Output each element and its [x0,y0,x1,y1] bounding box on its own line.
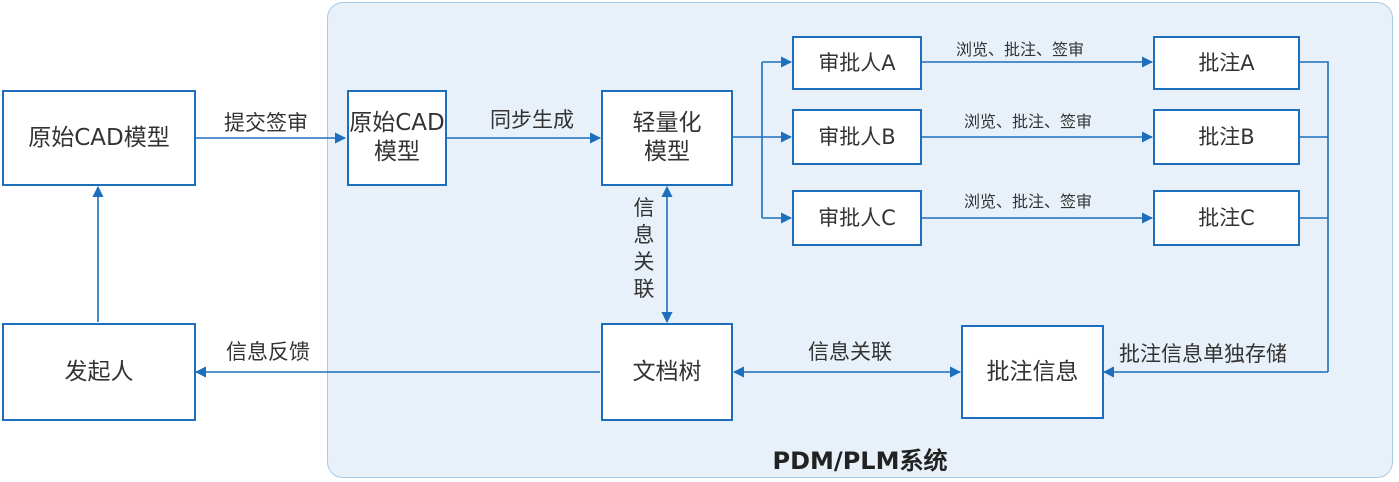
sync-generate-label: 同步生成 [490,108,574,132]
document-tree-box: 文档树 [601,323,733,421]
lightweight-label-2: 模型 [644,139,690,165]
annotation-info-label: 批注信息 [986,358,1079,385]
annotation-b-box: 批注B [1153,109,1300,165]
connector-annotation-a [1300,61,1329,372]
info-link-char-2: 息 [633,223,655,247]
annotation-b-label: 批注B [1198,124,1255,149]
original-cad-model-label: 原始CAD模型 [28,124,170,151]
original-cad-inner-label-1: 原始CAD [349,110,445,137]
info-feedback-label: 信息反馈 [226,340,310,364]
approver-c-box: 审批人C [792,190,922,246]
annotation-store-label: 批注信息单独存储 [1119,342,1287,366]
original-cad-inner-label-2: 模型 [373,139,420,165]
info-link-char-4: 联 [633,277,655,301]
document-tree-label: 文档树 [632,358,702,385]
initiator-box: 发起人 [2,323,196,421]
annotation-c-label: 批注C [1198,205,1255,230]
submit-review-label: 提交签审 [224,111,308,135]
annotation-a-box: 批注A [1153,36,1300,90]
browse-annotate-review-a-label: 浏览、批注、签审 [956,40,1085,59]
info-link-horizontal-label: 信息关联 [808,340,892,364]
original-cad-model-inner-box: 原始CAD 模型 [347,90,447,186]
lightweight-model-box: 轻量化 模型 [601,90,733,186]
original-cad-model-box: 原始CAD模型 [2,90,196,186]
lightweight-label-1: 轻量化 [632,110,702,137]
approver-b-box: 审批人B [792,109,922,165]
region-title: PDM/PLM系统 [772,447,948,475]
annotation-info-box: 批注信息 [961,325,1104,419]
approver-a-label: 审批人A [818,50,896,75]
browse-annotate-review-b-label: 浏览、批注、签审 [964,112,1093,131]
annotation-c-box: 批注C [1153,190,1300,246]
browse-annotate-review-c-label: 浏览、批注、签审 [964,192,1093,211]
annotation-a-label: 批注A [1198,50,1255,75]
info-link-char-1: 信 [633,196,655,220]
info-link-char-3: 关 [633,250,655,274]
approver-a-box: 审批人A [792,36,922,90]
approver-b-label: 审批人B [818,124,896,149]
info-link-vertical-label: 信 息 关 联 [631,195,657,303]
initiator-label: 发起人 [64,358,134,385]
approver-c-label: 审批人C [818,205,896,230]
